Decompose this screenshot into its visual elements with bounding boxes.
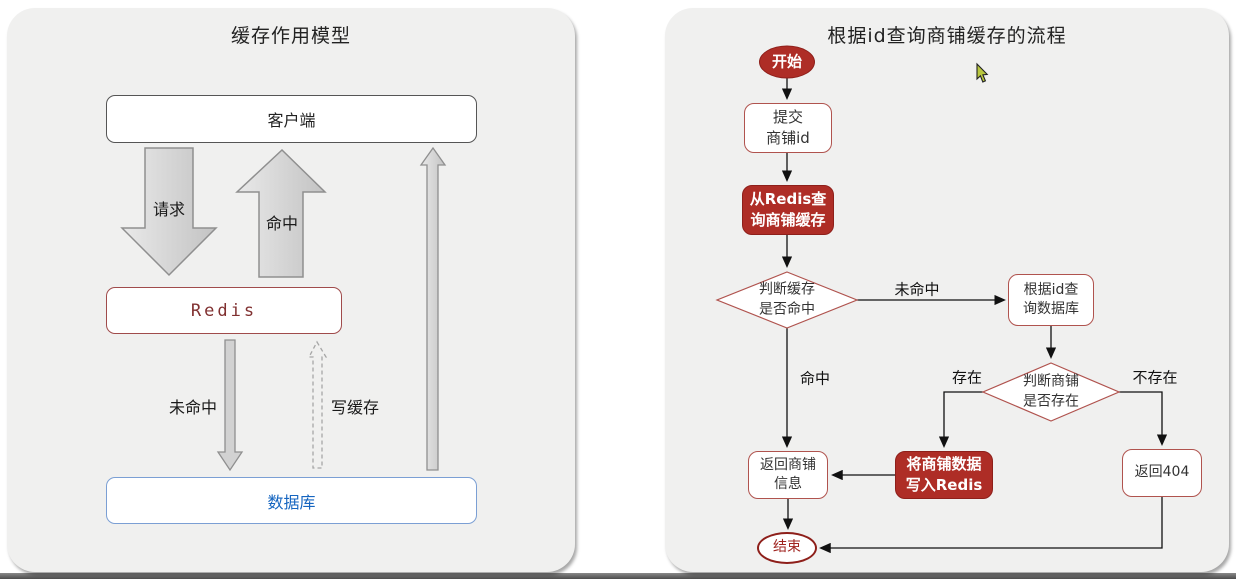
hit-edge-label: 命中 xyxy=(799,369,831,388)
miss-edge-label: 未命中 xyxy=(894,280,940,299)
exists-edge-label: 存在 xyxy=(951,368,983,387)
write-cache-label: 写缓存 xyxy=(330,398,380,417)
miss-label: 未命中 xyxy=(168,398,218,417)
edge-return404-end xyxy=(819,496,1163,554)
not-exists-edge-label: 不存在 xyxy=(1132,368,1178,387)
cache-model-arrows xyxy=(120,146,447,472)
miss-arrow xyxy=(216,339,244,472)
query-db-node: 根据id查 询数据库 xyxy=(1008,274,1094,326)
edge-not-exists xyxy=(1119,391,1168,446)
redis-node-label: Redis xyxy=(190,300,258,321)
query-redis-node: 从Redis查 询商铺缓存 xyxy=(742,185,834,235)
check-hit-diamond xyxy=(715,271,859,329)
left-panel-title: 缓存作用模型 xyxy=(230,25,351,47)
check-exists-diamond xyxy=(981,362,1121,422)
write-cache-arrow xyxy=(307,340,328,469)
right-panel-title: 根据id查询商铺缓存的流程 xyxy=(827,25,1067,47)
client-node: 客户端 xyxy=(106,95,477,143)
hit-arrow xyxy=(235,148,327,278)
write-redis-node: 将商铺数据 写入Redis xyxy=(895,451,993,499)
edge-exists xyxy=(938,391,983,448)
submit-shop-id-node: 提交 商铺id xyxy=(744,103,832,153)
flowchart-connectors xyxy=(715,62,1168,554)
database-node: 数据库 xyxy=(106,477,477,524)
check-hit-label: 判断缓存 是否命中 xyxy=(759,281,815,317)
check-exists-label: 判断商铺 是否存在 xyxy=(1023,373,1079,409)
hit-label: 命中 xyxy=(265,214,299,233)
request-label: 请求 xyxy=(152,200,186,219)
cache-model-panel: 缓存作用模型 客户端 Redis 数据库 请求 命中 未命中 写缓存 xyxy=(7,8,575,572)
redis-node: Redis xyxy=(106,287,342,334)
return-404-node: 返回404 xyxy=(1122,449,1202,497)
start-node-label: 开始 xyxy=(771,52,802,71)
video-bottom-edge xyxy=(0,573,1236,579)
end-node-label: 结束 xyxy=(773,539,801,556)
start-node: 开始 xyxy=(759,45,815,79)
client-node-label: 客户端 xyxy=(267,111,316,130)
database-node-label: 数据库 xyxy=(267,492,316,512)
query-flow-panel: 根据id查询商铺缓存的流程 开始 提交 商铺i xyxy=(665,8,1229,572)
return-shop-info-node: 返回商铺 信息 xyxy=(748,451,828,499)
end-node: 结束 xyxy=(757,532,817,564)
mouse-cursor-icon xyxy=(976,62,989,83)
db-to-client-arrow xyxy=(419,146,447,471)
request-arrow xyxy=(120,147,218,277)
